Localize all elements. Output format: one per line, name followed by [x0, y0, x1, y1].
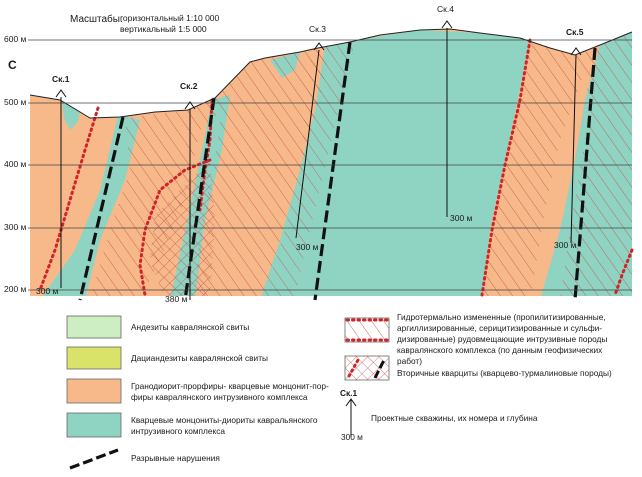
boundary-3: [198, 98, 214, 212]
fault-4: [573, 47, 597, 301]
well-3-mark: [313, 42, 325, 51]
legend-monzonite-1: Кварцевые монцониты-диориты кавральянско…: [131, 415, 318, 425]
well-4-mark: [441, 20, 453, 29]
fault-3: [313, 41, 352, 301]
legend-faults: Разрывные нарушения: [131, 453, 220, 463]
swatch-quartzite-dots: [347, 358, 360, 378]
well-5-depth: 300 м: [554, 240, 577, 250]
elev-600: 600 м: [4, 34, 27, 44]
legend-dacite: Дациандезиты кавралянской свиты: [131, 353, 268, 363]
legend-granodiorite-1: Гранодиорит-прорфиры- кварцевые монцонит…: [131, 381, 329, 391]
swatch-quartzite-fault: [373, 359, 386, 379]
fault-1: [78, 116, 125, 301]
well-3-line: [295, 49, 320, 239]
elev-400: 400 м: [4, 159, 27, 169]
swatch-hydrothermal: [344, 317, 390, 343]
well-5-name: Ск.5: [566, 27, 584, 37]
legend-well-name: Ск.1: [340, 388, 358, 398]
well-5-mark: [570, 47, 582, 56]
well-3-name: Ск.3: [309, 24, 326, 34]
wells: [55, 20, 582, 300]
topography-line: [29, 28, 633, 119]
well-1-name: Ск.1: [52, 74, 70, 84]
legend-hydro-5: работ): [397, 356, 422, 366]
well-2-name: Ск.2: [180, 81, 198, 91]
hatched-zone-left: [90, 46, 330, 296]
legend-granodiorite-2: фиры кавралянского интрузивного комплекс…: [131, 392, 308, 402]
well-1-mark: [55, 89, 67, 98]
swatch-andesite: [66, 315, 122, 339]
boundary-2: [138, 158, 212, 297]
swatch-quartzite: [344, 355, 390, 381]
hatched-zone-center: [262, 42, 355, 296]
teal-strip-left: [40, 115, 140, 296]
boundary-1: [38, 106, 100, 292]
alteration-boundaries: [38, 38, 634, 297]
legend-well-mark: [345, 398, 357, 407]
legend-hydro-1: Гидротермально измененные (пропилитизиро…: [397, 312, 606, 322]
legend-quartzites: Вторичные кварциты (кварцево-турмалиновы…: [397, 368, 612, 378]
direction-label: С: [8, 58, 17, 72]
legend-well-depth: 300 м: [341, 432, 363, 442]
elev-500: 500 м: [4, 97, 27, 107]
elev-200: 200 м: [4, 284, 27, 294]
scale-horizontal: горизонтальный 1:10 000: [120, 13, 220, 23]
elevation-grid: [28, 39, 632, 291]
well-4-depth: 300 м: [450, 213, 473, 223]
legend-hydro-4: кавралянского комплекса (по данным геофи…: [397, 345, 603, 355]
boundary-5: [613, 248, 634, 297]
well-2-depth: 380 м: [165, 294, 188, 304]
legend-wells: Проектные скважины, их номера и глубина: [371, 413, 538, 423]
elev-300: 300 м: [4, 222, 27, 232]
legend-andesite: Андезиты кавралянской свиты: [131, 322, 250, 332]
well-2-mark: [184, 101, 196, 110]
well-4-name: Ск.4: [437, 4, 454, 14]
well-5-line: [570, 54, 577, 244]
legend-graphics: [66, 315, 390, 470]
legend-monzonite-2: интрузивного комплекса: [131, 426, 225, 436]
well-3-depth: 300 м: [296, 242, 319, 252]
well-1-depth: 300 м: [36, 286, 59, 296]
swatch-dacite: [66, 346, 122, 370]
swatch-monzonite: [66, 412, 122, 438]
legend-hydro-3: дизированные) рудовмещающие интрузивные …: [397, 334, 608, 344]
hatched-zone-right: [482, 32, 632, 296]
swatch-granodiorite: [66, 378, 122, 404]
legend-hydro-2: аргиллизированные, серицитизированные и …: [397, 323, 603, 333]
scale-label: Масштабы:: [70, 14, 123, 25]
scale-vertical: вертикальный 1:5 000: [120, 24, 207, 34]
quartzite-zone: [150, 160, 215, 296]
swatch-fault: [69, 448, 119, 470]
swatch-hydrothermal-dots: [345, 318, 389, 342]
